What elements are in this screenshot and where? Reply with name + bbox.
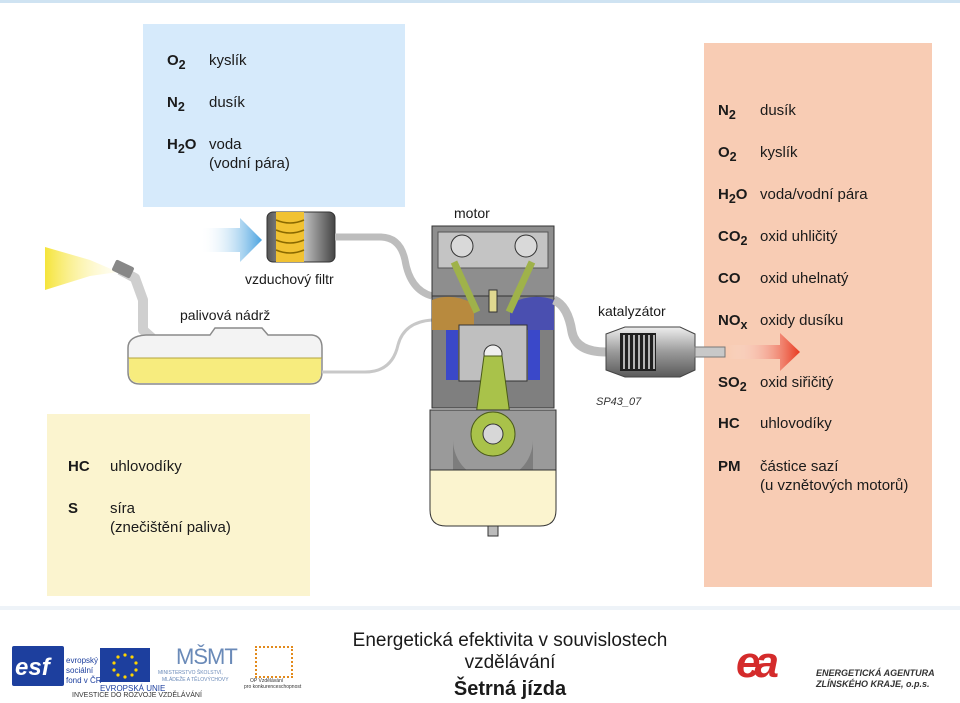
esf-text-2: sociální bbox=[66, 666, 94, 675]
air-item-nitrogen-name: dusík bbox=[209, 94, 245, 111]
eu-text: EVROPSKÁ UNIE bbox=[100, 684, 166, 693]
air-item-nitrogen-formula: N bbox=[167, 94, 178, 111]
esf-logo-mark: esf bbox=[15, 654, 50, 681]
intake-pipe bbox=[335, 233, 434, 300]
eu-flag bbox=[100, 648, 150, 682]
air-item-oxygen-formula: O bbox=[167, 52, 179, 69]
catalytic-converter bbox=[605, 326, 726, 378]
footer bbox=[0, 606, 960, 703]
fuel-item-sulfur-note: (znečištění paliva) bbox=[110, 519, 231, 536]
intake-air-composition-panel bbox=[143, 24, 405, 207]
air-item-water-note: (vodní pára) bbox=[209, 155, 290, 172]
top-border bbox=[0, 0, 960, 3]
footer-project-line-2: vzdělávání bbox=[464, 652, 556, 673]
msmt-logo: MŠMT bbox=[176, 644, 238, 670]
agency-logo: ea bbox=[734, 638, 806, 690]
msmt-text-2: MLÁDEŽE A TĚLOVÝCHOVY bbox=[162, 677, 229, 683]
footer-title: Šetrná jízda bbox=[453, 678, 567, 700]
agency-logo-mark: ea bbox=[736, 638, 779, 687]
air-item-oxygen-name: kyslík bbox=[209, 52, 247, 69]
catalyst-label: katalyzátor bbox=[598, 303, 666, 319]
footer-divider bbox=[0, 606, 960, 610]
fuel-tank bbox=[127, 327, 323, 385]
tank-filler-neck bbox=[112, 259, 156, 342]
air-filter-label: vzduchový filtr bbox=[245, 271, 334, 287]
fuel-inflow-arrow bbox=[45, 247, 118, 290]
fuel-tank-label: palivová nádrž bbox=[180, 307, 271, 323]
engine-diagram bbox=[45, 211, 800, 537]
figure-reference: SP43_07 bbox=[596, 396, 642, 408]
fuel-item-hydrocarbons-formula: HC bbox=[68, 458, 90, 475]
air-item-water-formula: H bbox=[167, 136, 178, 153]
eu-stars-icon bbox=[112, 653, 138, 679]
agency-text-1: ENERGETICKÁ AGENTURA bbox=[816, 668, 935, 678]
esf-logo: esf bbox=[12, 646, 78, 688]
fuel-item-hydrocarbons-name: uhlovodíky bbox=[110, 458, 182, 475]
exhaust-outflow-arrow bbox=[728, 333, 800, 371]
air-inflow-arrow bbox=[200, 218, 262, 262]
exhaust-composition-panel bbox=[704, 43, 932, 587]
exhaust-pipe bbox=[551, 295, 607, 357]
esf-text-3: fond v ČR bbox=[66, 676, 102, 685]
air-item-water-name: voda bbox=[209, 136, 242, 153]
footer-project-line-1: Energetická efektivita v souvislostech bbox=[352, 630, 668, 651]
fuel-composition-panel bbox=[47, 414, 310, 596]
op-text-2: pro konkurenceschopnost bbox=[244, 684, 302, 690]
esf-text-1: evropský bbox=[66, 656, 99, 665]
fuel-item-sulfur-formula: S bbox=[68, 500, 79, 517]
investment-slogan: INVESTICE DO ROZVOJE VZDĚLÁVÁNÍ bbox=[72, 692, 202, 699]
msmt-logo-mark: MŠMT bbox=[176, 644, 238, 669]
engine bbox=[429, 225, 557, 537]
agency-text-2: ZLÍNSKÉHO KRAJE, o.p.s. bbox=[816, 679, 930, 689]
fuel-line bbox=[322, 318, 433, 374]
fuel-item-sulfur-name: síra bbox=[110, 500, 136, 517]
msmt-text-1: MINISTERSTVO ŠKOLSTVÍ, bbox=[158, 670, 223, 676]
motor-label: motor bbox=[454, 205, 490, 221]
op-logo bbox=[255, 646, 293, 678]
op-text-1: OP Vzdělávání bbox=[250, 678, 284, 684]
air-filter bbox=[266, 211, 336, 263]
